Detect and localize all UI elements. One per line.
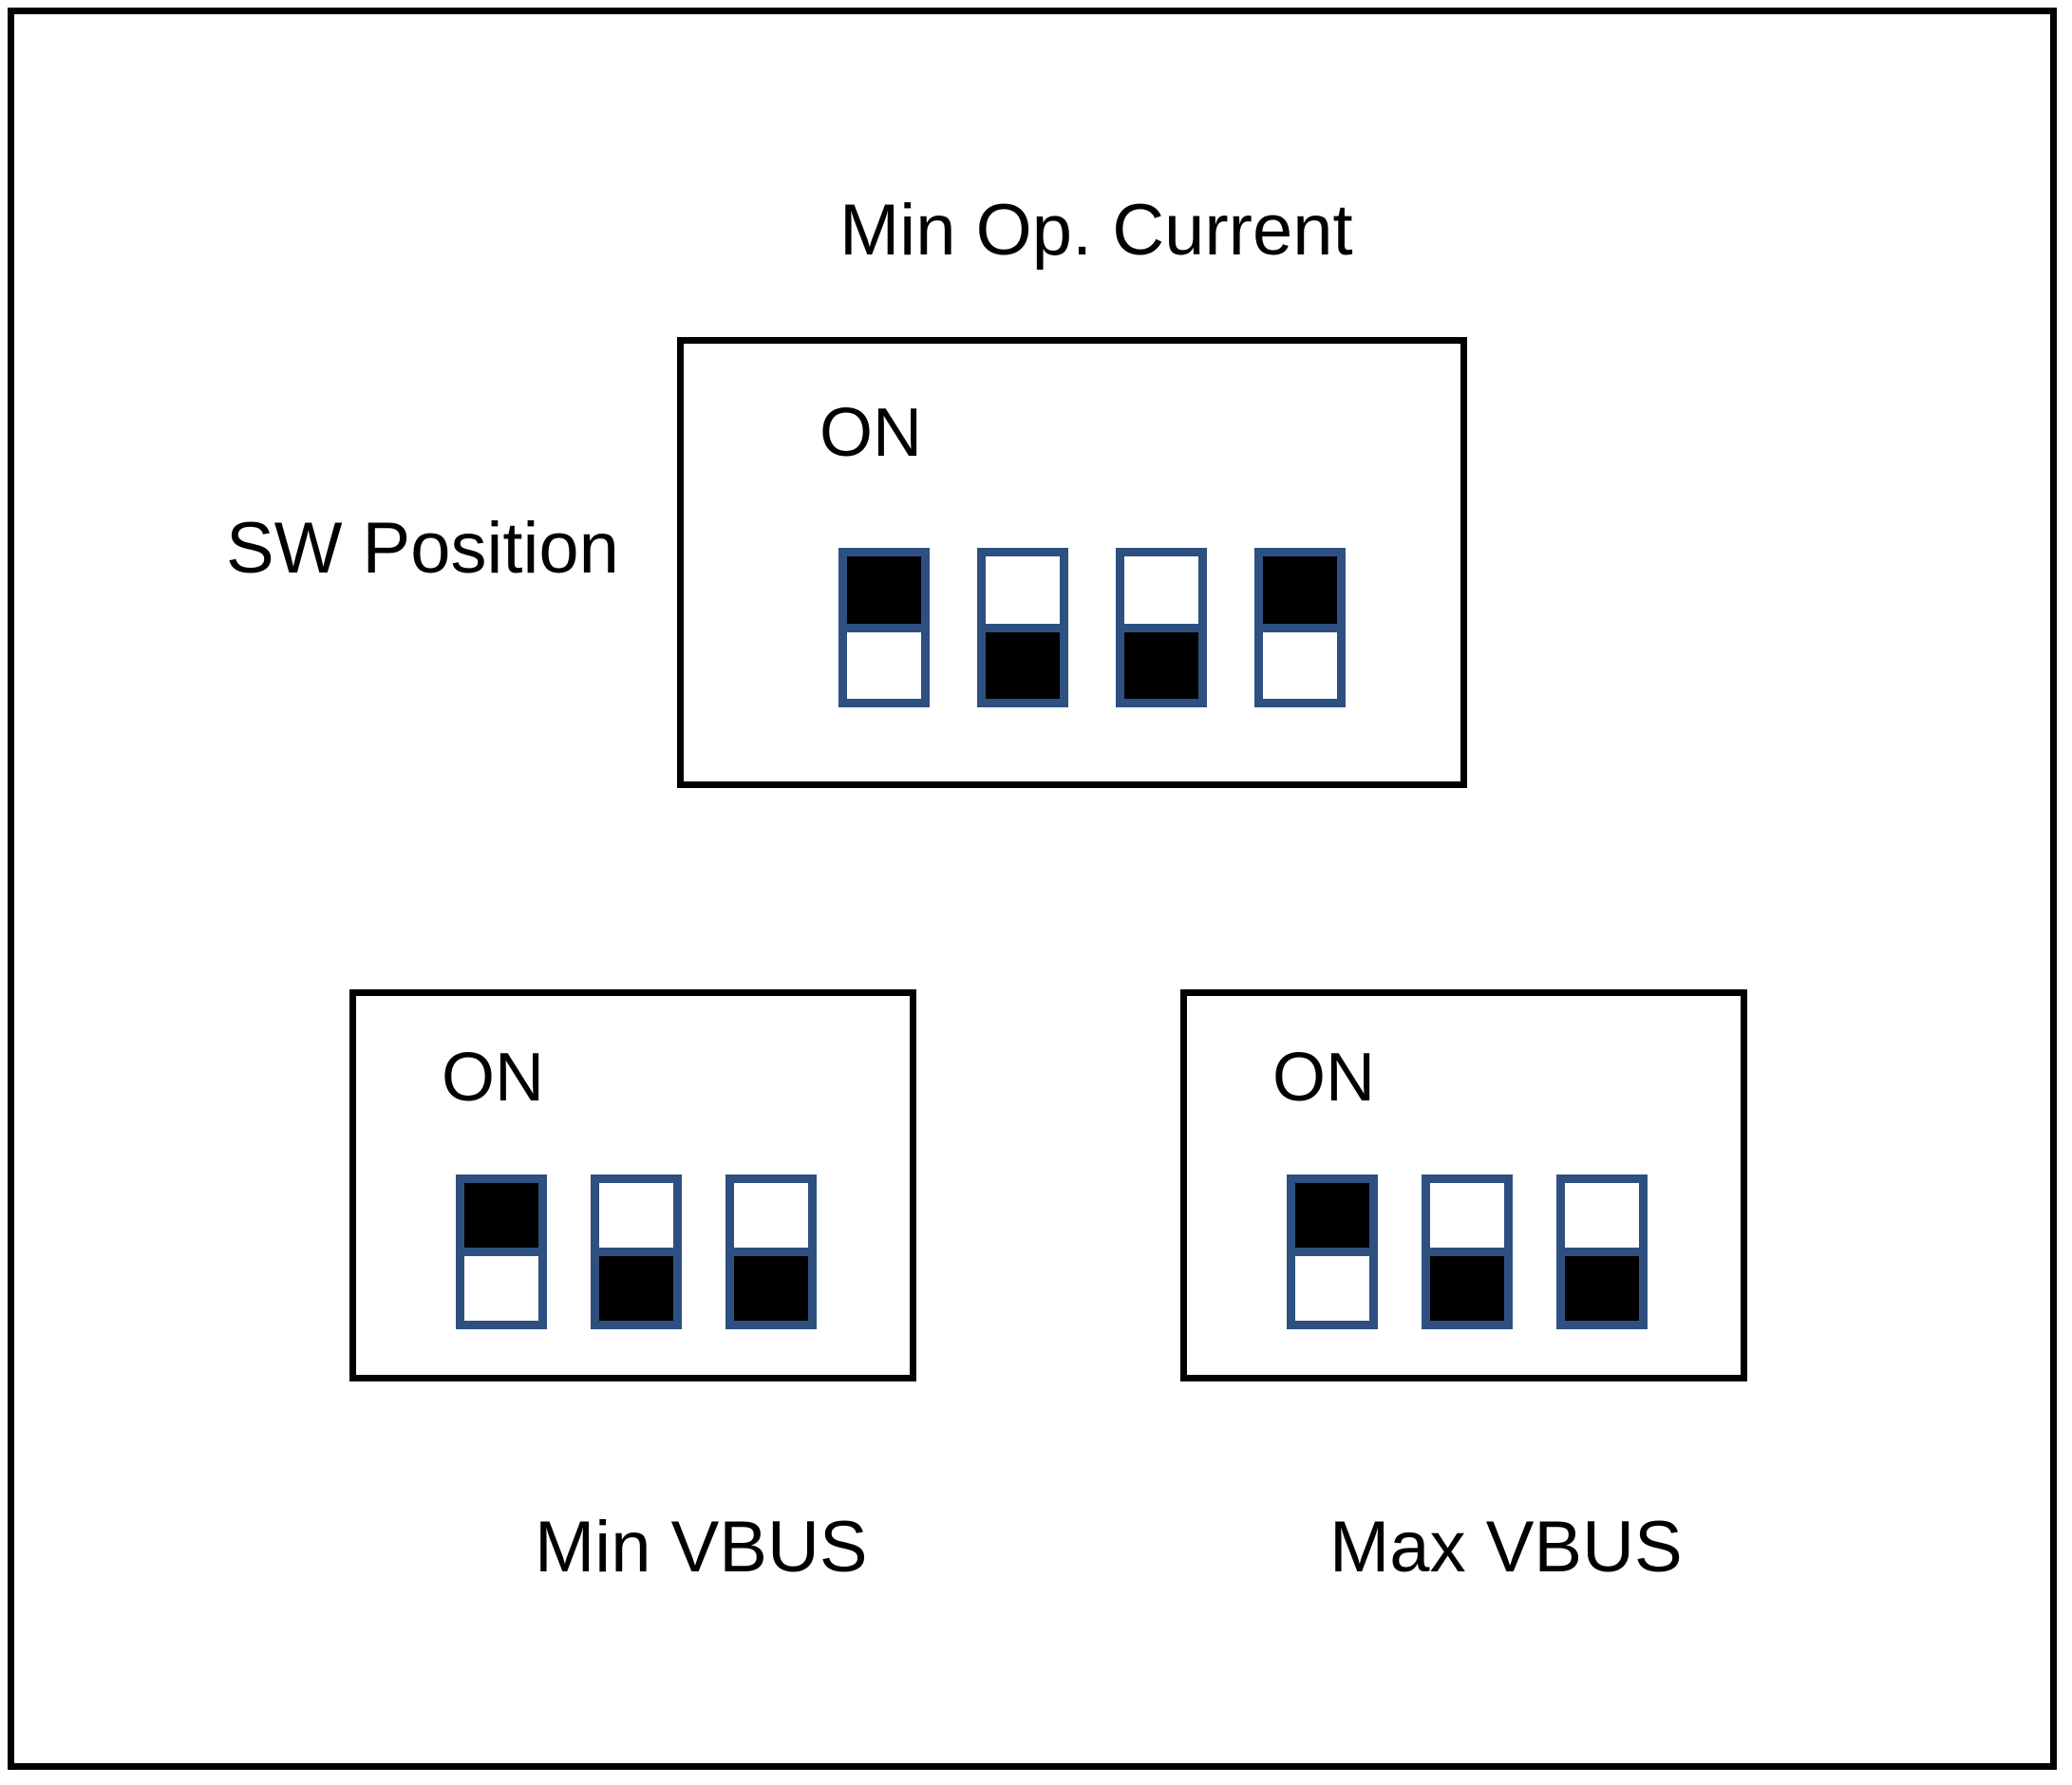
dip-switch-min-vbus-2-top-half — [599, 1183, 673, 1248]
dip-switch-max-vbus-2-bottom-half — [1430, 1248, 1504, 1321]
dip-switch-min-vbus-2[interactable] — [591, 1174, 682, 1329]
dip-switch-2-top-half — [986, 556, 1060, 624]
on-label-min-vbus: ON — [442, 1040, 544, 1116]
dip-switch-min-vbus-3-top-half — [734, 1183, 808, 1248]
dip-switch-3-top-half — [1124, 556, 1198, 624]
switch-row-min-op-current — [838, 548, 1346, 707]
dip-switch-max-vbus-1-top-half — [1295, 1183, 1369, 1248]
dip-switch-1[interactable] — [838, 548, 930, 707]
switch-bank-min-op-current: ON — [677, 337, 1467, 788]
dip-switch-max-vbus-3-bottom-half — [1565, 1248, 1639, 1321]
dip-switch-2[interactable] — [977, 548, 1068, 707]
dip-switch-1-bottom-half — [847, 623, 921, 699]
dip-switch-min-vbus-2-bottom-half — [599, 1248, 673, 1321]
switch-row-min-vbus — [456, 1174, 817, 1329]
min-op-current-title: Min Op. Current — [839, 190, 1353, 271]
switch-row-max-vbus — [1287, 1174, 1648, 1329]
dip-switch-min-vbus-1-top-half — [464, 1183, 538, 1248]
sw-position-label: SW Position — [226, 508, 619, 589]
dip-switch-4-top-half — [1263, 556, 1337, 624]
dip-switch-1-top-half — [847, 556, 921, 624]
outer-frame — [8, 8, 2057, 1770]
min-vbus-caption: Min VBUS — [535, 1507, 868, 1588]
dip-switch-3[interactable] — [1116, 548, 1207, 707]
dip-switch-max-vbus-1-bottom-half — [1295, 1248, 1369, 1321]
dip-switch-3-bottom-half — [1124, 623, 1198, 699]
on-label-max-vbus: ON — [1272, 1040, 1375, 1116]
max-vbus-caption: Max VBUS — [1329, 1507, 1683, 1588]
on-label-min-op-current: ON — [819, 395, 922, 471]
dip-switch-max-vbus-1[interactable] — [1287, 1174, 1378, 1329]
dip-switch-min-vbus-1[interactable] — [456, 1174, 547, 1329]
dip-switch-2-bottom-half — [986, 623, 1060, 699]
dip-switch-4-bottom-half — [1263, 623, 1337, 699]
dip-switch-min-vbus-3[interactable] — [725, 1174, 817, 1329]
switch-bank-max-vbus: ON — [1180, 989, 1747, 1381]
dip-switch-min-vbus-3-bottom-half — [734, 1248, 808, 1321]
dip-switch-max-vbus-3-top-half — [1565, 1183, 1639, 1248]
dip-switch-min-vbus-1-bottom-half — [464, 1248, 538, 1321]
dip-switch-max-vbus-2[interactable] — [1422, 1174, 1513, 1329]
switch-bank-min-vbus: ON — [349, 989, 916, 1381]
dip-switch-max-vbus-3[interactable] — [1556, 1174, 1648, 1329]
dip-switch-max-vbus-2-top-half — [1430, 1183, 1504, 1248]
dip-switch-4[interactable] — [1254, 548, 1346, 707]
